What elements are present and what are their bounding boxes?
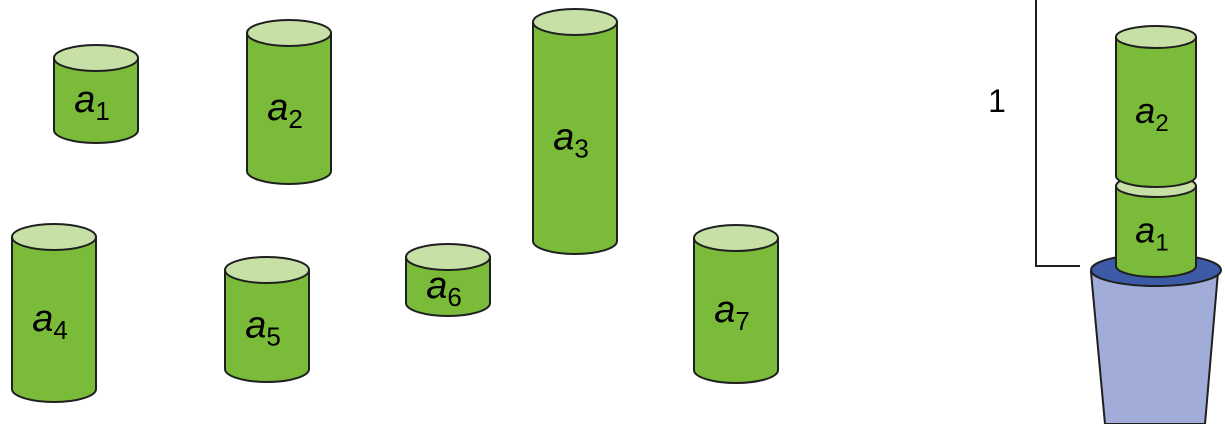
item-subscript: 1 (1155, 229, 1168, 256)
item-letter: a (714, 289, 735, 331)
cylinder-item-a5: a5 (224, 256, 310, 383)
item-letter: a (1135, 90, 1155, 131)
item-letter: a (74, 79, 95, 121)
cylinder-item-a4: a4 (11, 223, 97, 403)
item-label: a1 (1135, 209, 1168, 256)
item-label: a2 (267, 87, 303, 134)
cylinder-body (532, 21, 618, 255)
item-label: a3 (553, 116, 589, 163)
item-subscript: 6 (447, 282, 461, 312)
cylinder-body (224, 269, 310, 383)
item-label: a2 (1135, 90, 1168, 137)
cylinder-top (532, 8, 618, 36)
item-letter: a (267, 87, 288, 129)
cylinder-body (1115, 36, 1197, 188)
item-subscript: 3 (574, 133, 588, 163)
cylinder-body (246, 32, 332, 185)
item-letter: a (32, 298, 53, 340)
cylinder-top (693, 224, 779, 252)
cylinder-top (405, 243, 491, 271)
cylinder-top (1115, 25, 1197, 49)
cylinder-top (224, 256, 310, 284)
item-label: a1 (74, 79, 110, 126)
item-subscript: 1 (95, 96, 109, 126)
cylinder-item-a2: a2 (246, 19, 332, 185)
cylinder-top (246, 19, 332, 47)
item-subscript: 2 (1155, 110, 1168, 137)
capacity-bracket (1035, 0, 1080, 267)
item-letter: a (1135, 209, 1155, 250)
bucket-body (1089, 271, 1220, 424)
cylinder-body (405, 256, 491, 317)
cylinder-body (693, 237, 779, 384)
item-letter: a (553, 116, 574, 158)
cylinder-item-a7: a7 (693, 224, 779, 384)
capacity-label: 1 (988, 83, 1006, 119)
cylinder-item-a3: a3 (532, 8, 618, 255)
item-subscript: 5 (266, 321, 280, 351)
bin-item-a1: a1 (1115, 174, 1197, 278)
cylinder-body (1115, 185, 1197, 278)
item-label: a7 (714, 289, 750, 336)
cylinder-item-a1: a1 (53, 44, 139, 144)
cylinder-item-a6: a6 (405, 243, 491, 317)
cylinder-body (11, 236, 97, 403)
cylinder-top (53, 44, 139, 72)
item-letter: a (426, 265, 447, 307)
cylinder-body (53, 57, 139, 144)
item-letter: a (245, 304, 266, 346)
item-label: a6 (426, 265, 462, 312)
item-label: a5 (245, 304, 281, 351)
item-label: a4 (32, 298, 68, 345)
item-subscript: 2 (288, 104, 302, 134)
cylinder-top (11, 223, 97, 251)
item-subscript: 4 (53, 315, 67, 345)
bin-item-a2: a2 (1115, 25, 1197, 188)
item-subscript: 7 (735, 306, 749, 336)
